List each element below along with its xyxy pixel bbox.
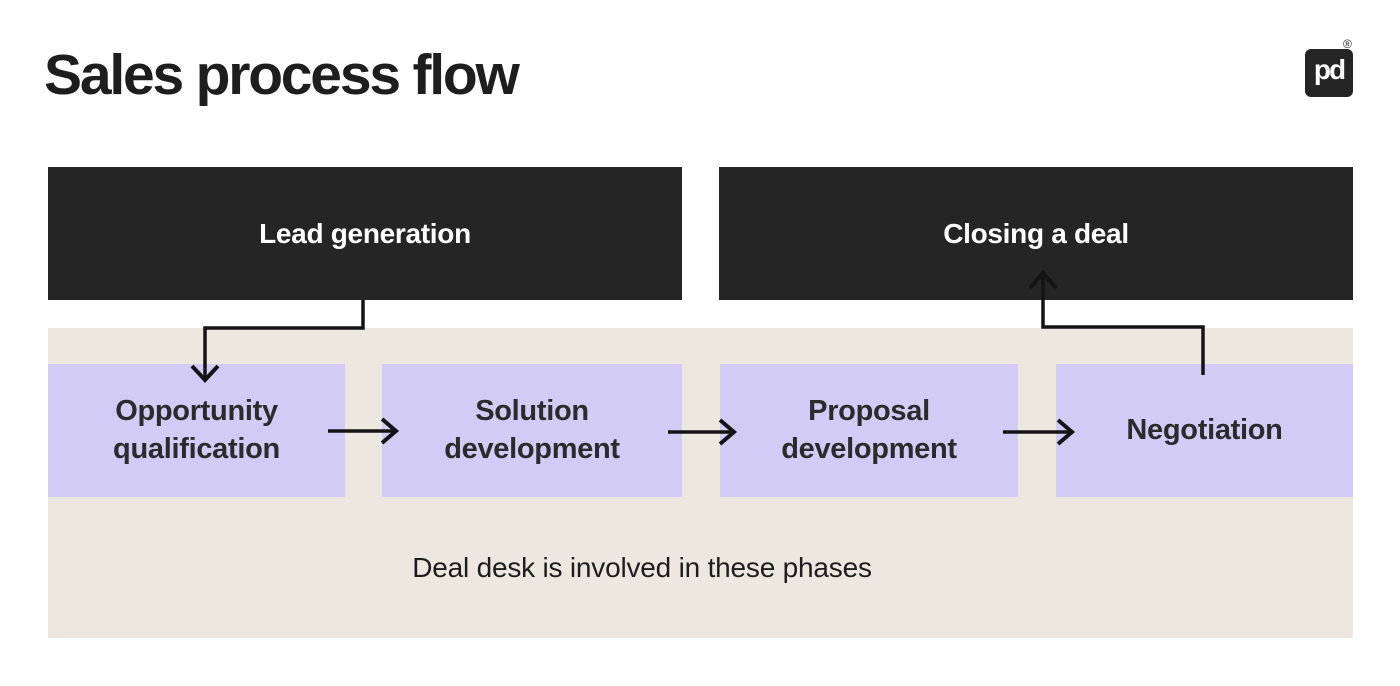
phase-box-solution-development: Solution development [382, 364, 682, 497]
phase-box-opportunity-qualification: Opportunity qualification [48, 364, 345, 497]
pandadoc-logo: pd [1305, 49, 1353, 97]
stage-label: Closing a deal [943, 217, 1129, 249]
registered-trademark-symbol: ® [1343, 37, 1352, 51]
stage-label: Lead generation [259, 217, 471, 249]
pandadoc-logo-icon: pd [1313, 53, 1346, 85]
stage-box-lead-generation: Lead generation [48, 167, 682, 300]
phase-label: Proposal development [781, 395, 957, 465]
phase-label: Negotiation [1126, 413, 1283, 446]
phase-box-proposal-development: Proposal development [720, 364, 1018, 497]
phase-label: Opportunity qualification [113, 395, 280, 465]
page-title: Sales process flow [44, 43, 520, 107]
phase-box-negotiation: Negotiation [1056, 364, 1353, 497]
panel-caption: Deal desk is involved in these phases [412, 552, 872, 583]
phase-label: Solution development [444, 395, 620, 465]
stage-box-closing-a-deal: Closing a deal [719, 167, 1353, 300]
